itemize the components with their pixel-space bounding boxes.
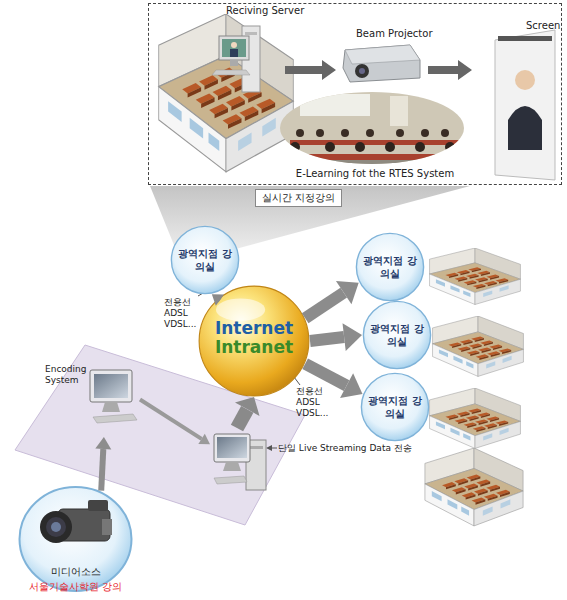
arrow-shaft bbox=[310, 337, 344, 341]
source-title: 서울기술사학원 강의 bbox=[8, 580, 143, 594]
arrow-head bbox=[336, 281, 359, 304]
node-label: 광역지점 강의실 bbox=[369, 322, 425, 348]
node-label: 광역지점 강의실 bbox=[177, 247, 233, 273]
classroom-3d bbox=[430, 388, 521, 448]
component-label: Reciving Server bbox=[226, 5, 304, 16]
arrow-head bbox=[198, 434, 210, 444]
flow-arrow bbox=[285, 60, 336, 80]
circle-shape bbox=[355, 232, 425, 302]
arrow-head bbox=[235, 397, 260, 416]
link-type-label: 전용선 ADSL VDSL... bbox=[296, 386, 334, 419]
circle-shape bbox=[362, 300, 432, 370]
arrow-shaft bbox=[305, 364, 346, 386]
arrow-shaft bbox=[101, 449, 103, 491]
arrow-shaft bbox=[140, 400, 202, 439]
classroom-3d bbox=[430, 248, 521, 305]
encoding-station: Encoding System bbox=[45, 362, 140, 437]
classroom-circle: 광역지점 강의실 bbox=[355, 232, 425, 302]
classroom-circle: 광역지점 강의실 bbox=[170, 225, 240, 295]
flow-arrow bbox=[428, 60, 472, 80]
arrow-shaft bbox=[218, 298, 220, 300]
component-label: Beam Projector bbox=[356, 28, 433, 39]
connector-arrow bbox=[310, 323, 362, 351]
classroom-circle: 광역지점 강의실 bbox=[360, 372, 430, 442]
connector-arrow bbox=[235, 397, 260, 428]
streaming-server: 단일 Live Streaming Data 전송 bbox=[210, 428, 270, 493]
server-icon bbox=[212, 26, 260, 92]
classroom-circle: 광역지점 강의실 bbox=[362, 300, 432, 370]
classroom-3d bbox=[425, 448, 523, 526]
node-label: Internet bbox=[198, 318, 310, 338]
node-label: Encoding System bbox=[45, 364, 89, 386]
connector-arrow bbox=[95, 437, 111, 491]
screen-icon bbox=[495, 30, 555, 180]
arrow-shaft bbox=[305, 293, 344, 319]
classroom-3d bbox=[159, 14, 294, 172]
callout-text: 단일 Live Streaming Data 전송 bbox=[278, 442, 412, 455]
arrow-head bbox=[340, 373, 362, 398]
link-type-label: 전용선 ADSL VDSL... bbox=[164, 297, 202, 330]
classroom-3d bbox=[433, 316, 524, 376]
arrow-head bbox=[212, 294, 224, 306]
connector-arrow bbox=[140, 400, 210, 445]
node-label: 광역지점 강의실 bbox=[367, 394, 423, 420]
projector-icon bbox=[343, 45, 420, 82]
zoom-panel: 실시간 지정강의 bbox=[148, 3, 562, 185]
network-sphere: InternetIntranet bbox=[198, 285, 310, 397]
computer-icon bbox=[210, 428, 270, 493]
node-label: 광역지점 강의실 bbox=[362, 254, 418, 280]
circle-shape bbox=[170, 225, 240, 295]
circle-shape bbox=[360, 372, 430, 442]
arrow-head bbox=[95, 437, 111, 449]
arrow-shaft bbox=[237, 409, 247, 428]
connector-arrow bbox=[305, 364, 362, 398]
component-label: Screen bbox=[526, 20, 560, 31]
panel-title: 실시간 지정강의 bbox=[255, 189, 342, 207]
arrow-head bbox=[343, 323, 362, 351]
connector-arrow bbox=[212, 294, 224, 306]
photo-caption: E-Learning fot the RTES System bbox=[285, 168, 465, 179]
connector-arrow bbox=[305, 281, 359, 318]
media-source-circle: 미디어소스서울기술사학원 강의 bbox=[18, 485, 133, 593]
classroom-photo bbox=[278, 90, 468, 170]
node-label: Intranet bbox=[198, 337, 310, 357]
node-label: 미디어소스 bbox=[18, 565, 133, 579]
